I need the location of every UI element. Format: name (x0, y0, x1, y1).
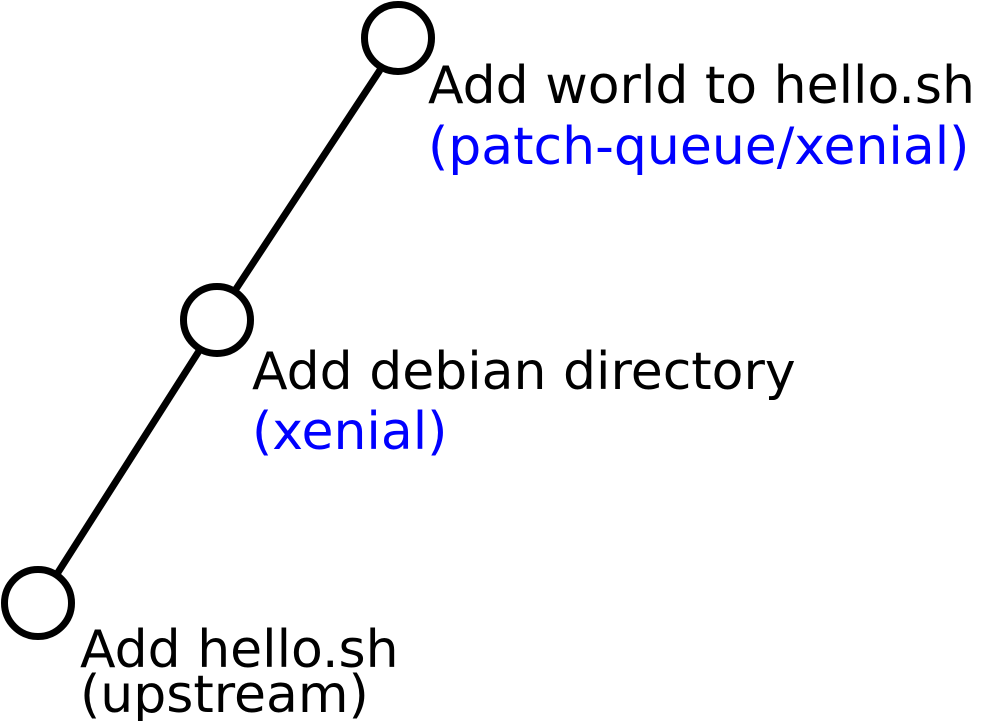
commit-message-top: Add world to hello.sh (428, 56, 975, 116)
commit-message-middle: Add debian directory (252, 342, 796, 402)
edge-middle-bottom (54, 349, 202, 576)
commit-ref-top: (patch-queue/xenial) (428, 117, 969, 177)
commit-ref-middle: (xenial) (252, 402, 447, 462)
commit-message-bottom: Add hello.sh (80, 620, 399, 680)
commit-ref-bottom: (upstream) (80, 665, 369, 721)
edge-top-middle (233, 68, 383, 291)
commit-node-upstream (1, 566, 75, 640)
commit-node-xenial (180, 283, 254, 357)
commit-node-patch-queue (361, 1, 435, 75)
